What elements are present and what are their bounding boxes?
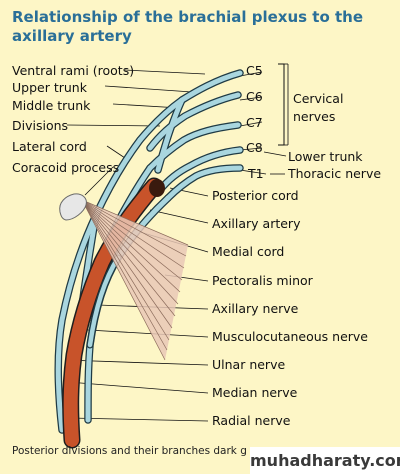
label-ventral-rami: Ventral rami (roots) bbox=[12, 63, 135, 78]
label-root-c7: C7 bbox=[246, 115, 263, 130]
diagram-title: Relationship of the brachial plexus to t… bbox=[12, 8, 364, 45]
label-middle-trunk: Middle trunk bbox=[12, 98, 91, 113]
label-axillary-artery: Axillary artery bbox=[212, 216, 301, 231]
label-root-c6: C6 bbox=[246, 89, 263, 104]
label-cervical-nerves: Cervical nerves bbox=[293, 91, 344, 124]
label-pectoralis-minor: Pectoralis minor bbox=[212, 273, 313, 288]
label-median-nerve: Median nerve bbox=[212, 385, 298, 400]
label-lateral-cord: Lateral cord bbox=[12, 139, 87, 154]
pectoralis-minor-shape bbox=[81, 199, 189, 361]
label-root-c8: C8 bbox=[246, 140, 263, 155]
watermark: muhadharaty.com bbox=[250, 447, 400, 474]
label-musculocutaneous-nerve: Musculocutaneous nerve bbox=[212, 329, 368, 344]
label-upper-trunk: Upper trunk bbox=[12, 80, 87, 95]
nerves-over-artery bbox=[86, 254, 122, 349]
label-radial-nerve: Radial nerve bbox=[212, 413, 291, 428]
label-medial-cord: Medial cord bbox=[212, 244, 285, 259]
coracoid-process-shape bbox=[59, 193, 87, 221]
label-divisions: Divisions bbox=[12, 118, 69, 133]
label-posterior-cord: Posterior cord bbox=[212, 188, 299, 203]
axillary-artery-shape bbox=[62, 177, 165, 449]
label-axillary-nerve: Axillary nerve bbox=[212, 301, 299, 316]
caption: Posterior divisions and their branches d… bbox=[12, 445, 247, 457]
label-root-c5: C5 bbox=[246, 63, 263, 78]
label-lower-trunk: Lower trunk bbox=[288, 149, 363, 164]
label-coracoid-process: Coracoid process bbox=[12, 160, 120, 175]
label-root-t1: T1 bbox=[248, 166, 264, 181]
cervical-bracket bbox=[278, 63, 285, 146]
label-thoracic-nerve: Thoracic nerve bbox=[288, 166, 382, 181]
label-ulnar-nerve: Ulnar nerve bbox=[212, 357, 286, 372]
